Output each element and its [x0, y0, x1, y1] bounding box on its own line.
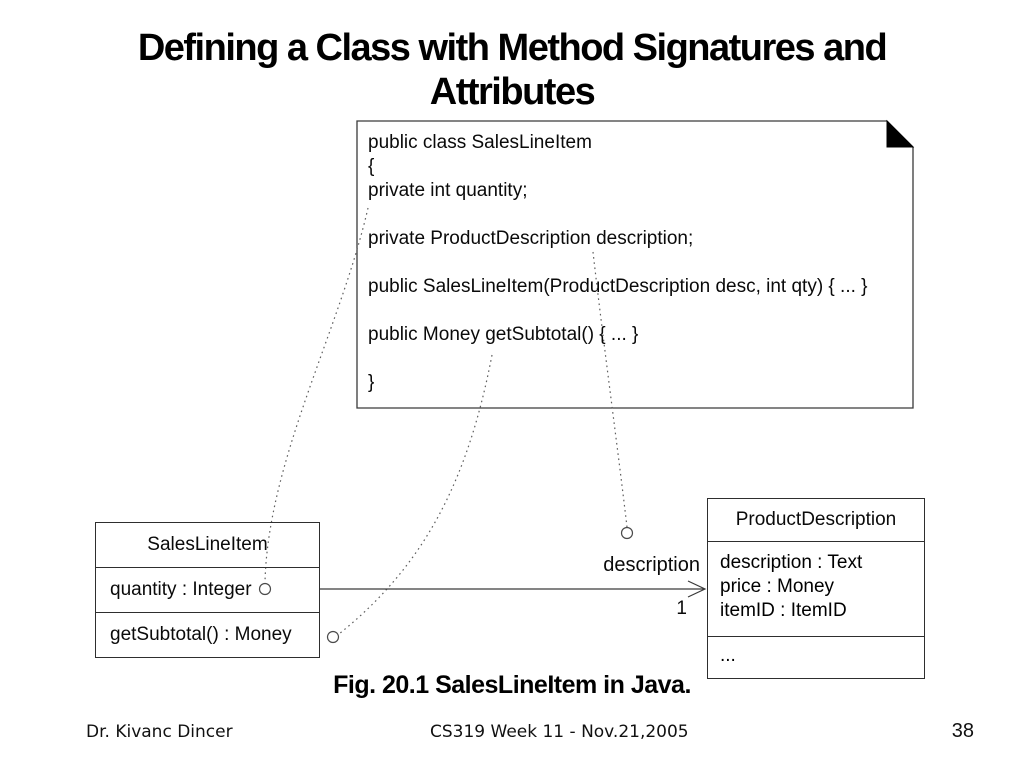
code-note-line: }	[368, 372, 375, 393]
code-note-line	[368, 203, 908, 227]
footer-course: CS319 Week 11 - Nov.21,2005	[430, 722, 689, 742]
class-method: getSubtotal() : Money	[96, 612, 319, 657]
class-attribute: description : Text	[720, 552, 863, 573]
code-note-line: public SalesLineItem(ProductDescription …	[368, 276, 868, 297]
class-attributes-section: description : Text price : Money itemID …	[708, 541, 924, 636]
association-arrowhead-icon	[687, 580, 707, 598]
code-note-line: private ProductDescription description;	[368, 228, 694, 249]
code-note-line	[368, 299, 908, 323]
class-name: ProductDescription	[735, 509, 897, 530]
figure-caption: Fig. 20.1 SalesLineItem in Java.	[333, 671, 691, 699]
class-attribute: itemID : ItemID	[720, 600, 847, 621]
association-role-label: description	[603, 554, 700, 576]
code-note: public class SalesLineItem { private int…	[368, 131, 908, 395]
footer-author: Dr. Kivanc Dincer	[86, 722, 233, 742]
dotted-connector-getsubtotal	[338, 354, 493, 635]
connector-endpoint-circle	[326, 630, 340, 644]
code-note-line	[368, 251, 908, 275]
code-note-line: {	[368, 156, 375, 177]
code-note-line: private int quantity;	[368, 180, 528, 201]
code-note-line: public Money getSubtotal() { ... }	[368, 324, 639, 345]
class-attribute: price : Money	[720, 576, 835, 597]
association-multiplicity: 1	[676, 598, 687, 619]
class-box-productdescription: ProductDescription description : Text pr…	[707, 498, 925, 679]
class-box-saleslineitem: SalesLineItem quantity : Integer getSubt…	[95, 522, 320, 658]
class-ellipsis: ...	[708, 636, 924, 680]
footer-page-number: 38	[951, 720, 974, 742]
code-note-line: public class SalesLineItem	[368, 132, 592, 153]
page-title: Defining a Class with Method Signatures …	[137, 27, 888, 113]
code-note-line	[368, 347, 908, 371]
class-attribute: quantity : Integer	[96, 567, 319, 612]
class-name: SalesLineItem	[147, 534, 268, 555]
connector-endpoint-circle	[620, 526, 634, 540]
